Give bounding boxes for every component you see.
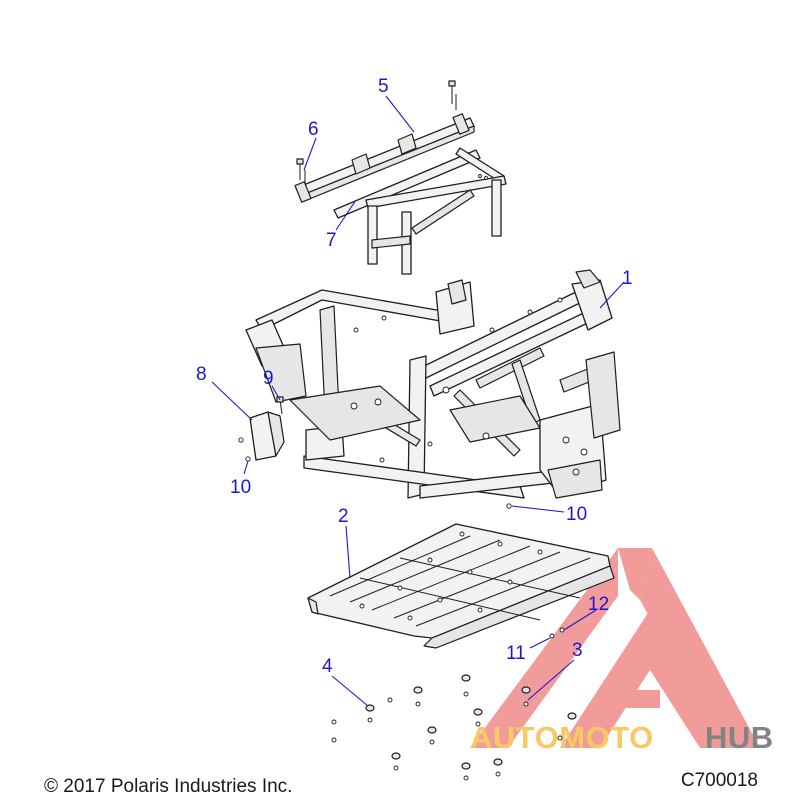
callout-11: 11	[506, 643, 526, 664]
callout-5: 5	[378, 76, 389, 97]
copyright-notice: © 2017 Polaris Industries Inc.	[44, 776, 293, 797]
watermark-brand-part2: HUB	[705, 720, 774, 755]
callout-8: 8	[196, 364, 207, 385]
callout-10-rear: 10	[230, 477, 251, 498]
callout-2: 2	[338, 506, 349, 527]
watermark-logo: AUTOMOTO HUB	[470, 548, 774, 755]
part-5-upper-crossbar	[294, 113, 475, 203]
callout-1: 1	[622, 268, 633, 289]
part-8-rear-bracket	[249, 411, 285, 461]
leader-lines	[211, 95, 625, 707]
callout-4: 4	[322, 656, 333, 677]
callout-12: 12	[588, 594, 609, 615]
callout-7: 7	[326, 230, 337, 251]
callout-6: 6	[308, 119, 319, 140]
part-3-4-fastener-set	[331, 674, 577, 781]
diagram-code: C700018	[680, 770, 758, 791]
part-2-skid-plate	[307, 523, 615, 649]
callout-9: 9	[263, 368, 274, 389]
callout-labels: 5 6 7 1 8 9 10 10 2 12 11 3 4	[196, 76, 633, 677]
part-7-rear-cage	[333, 147, 507, 275]
callout-10-frame: 10	[566, 504, 587, 525]
part-1-main-frame	[245, 269, 621, 499]
callout-3: 3	[572, 640, 583, 661]
part-11-12-fasteners	[549, 627, 565, 639]
part-6-bolts	[296, 80, 457, 184]
